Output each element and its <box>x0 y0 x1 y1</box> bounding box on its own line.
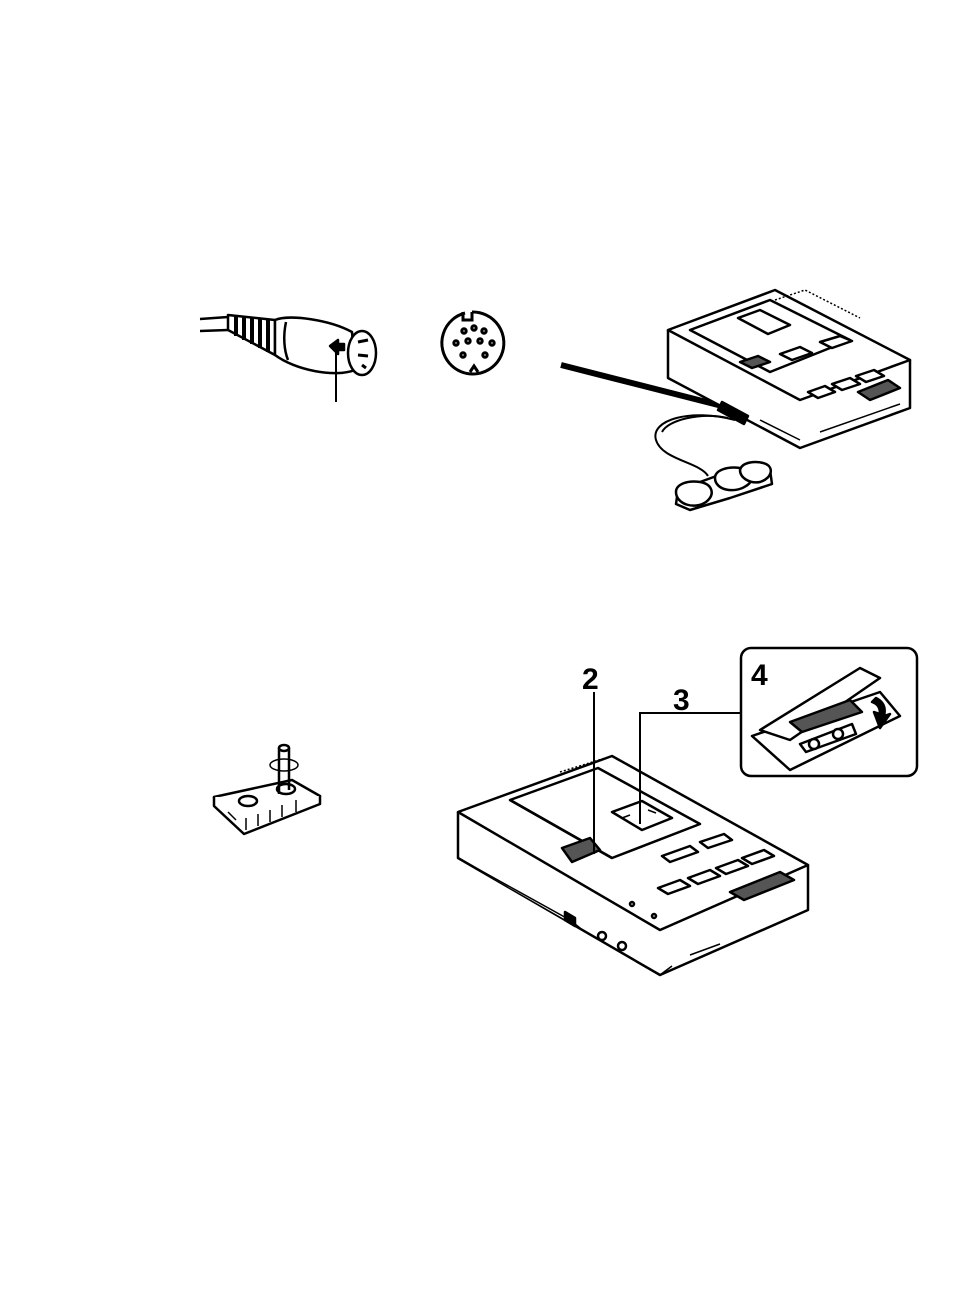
transcriber-loading-icon <box>458 756 808 975</box>
foot-pedal-icon <box>655 415 772 510</box>
transcriber-with-pedal-icon <box>561 290 910 448</box>
step-2-label: 2 <box>582 663 599 696</box>
cassette-with-pencil-icon <box>214 745 320 834</box>
din-plug-icon <box>200 315 376 402</box>
din-socket-icon <box>442 312 504 374</box>
step-3-label: 3 <box>673 684 690 717</box>
step-4-label: 4 <box>751 659 768 692</box>
